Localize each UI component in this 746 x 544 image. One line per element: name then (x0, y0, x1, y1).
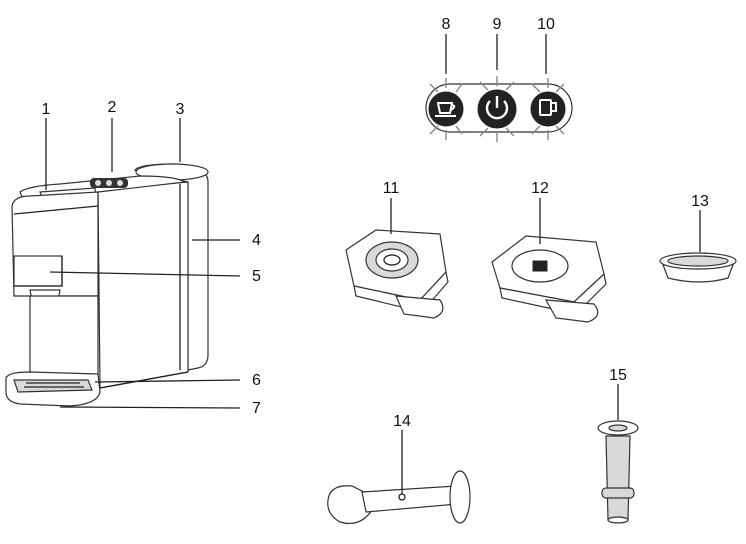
power-icon (485, 96, 509, 120)
capsule-holder-12 (491, 235, 607, 323)
callout-13: 13 (691, 193, 709, 210)
callout-9: 9 (493, 16, 502, 33)
cleaning-tool-15 (597, 420, 639, 524)
coffee-machine (5, 163, 209, 407)
callout-11: 11 (383, 180, 400, 197)
measuring-spoon-14 (327, 470, 471, 525)
mug-icon (539, 99, 557, 116)
capsule-holder-11 (345, 229, 449, 319)
callout-15: 15 (609, 367, 627, 384)
espresso-button (428, 91, 464, 127)
control-panel (425, 76, 573, 142)
callout-4: 4 (252, 232, 261, 249)
callout-8: 8 (442, 16, 451, 33)
callout-10: 10 (537, 16, 555, 33)
power-button (477, 89, 517, 129)
filter-ring-13 (659, 252, 737, 283)
callout-5: 5 (252, 268, 261, 285)
callout-3: 3 (176, 101, 185, 118)
callout-2: 2 (108, 99, 117, 116)
callout-1: 1 (42, 101, 51, 118)
callout-12: 12 (531, 180, 549, 197)
callout-6: 6 (252, 372, 261, 389)
callout-14: 14 (393, 413, 411, 430)
espresso-cup-icon (435, 102, 456, 117)
mug-button (530, 91, 566, 127)
callout-7: 7 (252, 400, 261, 417)
